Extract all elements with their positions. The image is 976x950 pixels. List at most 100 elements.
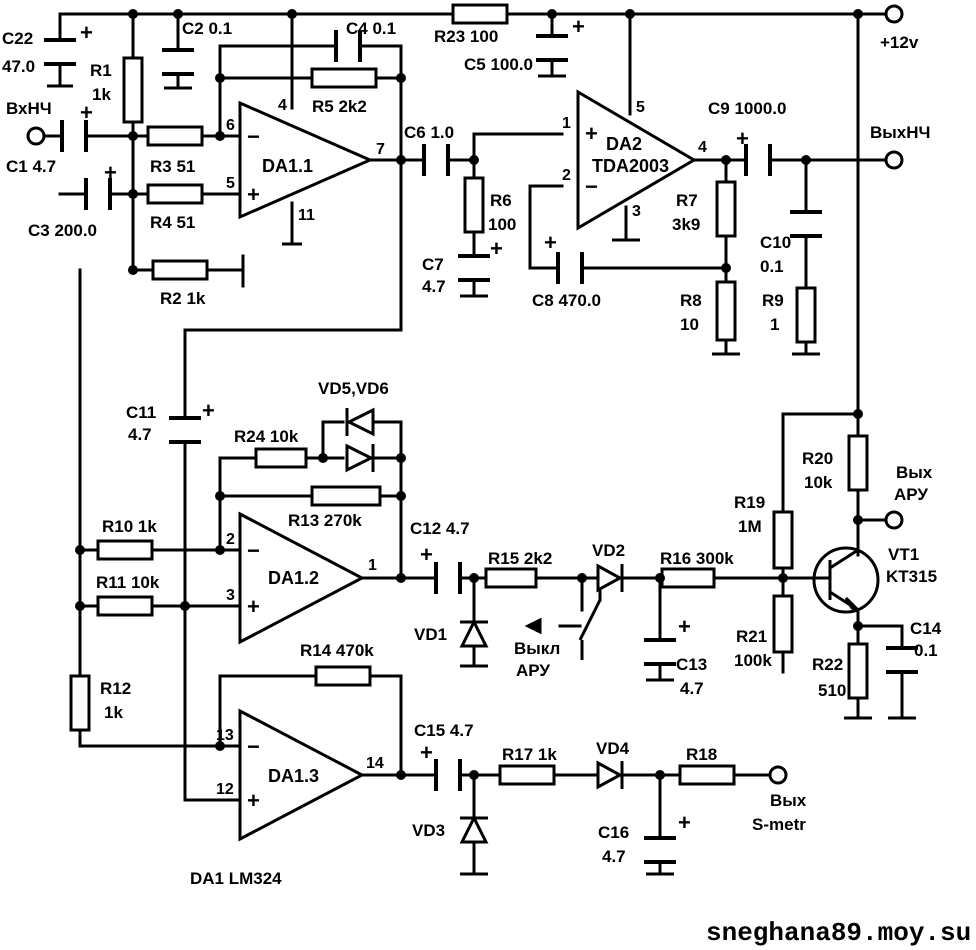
label-r6: R6	[490, 191, 512, 210]
svg-text:−: −	[585, 174, 598, 199]
resistor-r22	[847, 642, 869, 700]
label-c2: C2 0.1	[182, 19, 232, 38]
label-c22: C22	[2, 29, 33, 48]
svg-text:4: 4	[698, 139, 707, 156]
transistor-vt1	[812, 540, 880, 614]
svg-text:3: 3	[226, 587, 235, 604]
label-r16: R16 300k	[660, 549, 734, 568]
label-kt315: KT315	[886, 567, 937, 586]
svg-text:+: +	[572, 14, 585, 39]
svg-text:+: +	[420, 740, 433, 765]
resistor-r3	[146, 125, 204, 147]
svg-text:+: +	[104, 160, 117, 185]
pin-numbers: 4 6 5 7 11 1 2 3 4 5 2 3 1 13 12 14	[216, 97, 707, 798]
label-r21: R21	[736, 627, 767, 646]
resistor-r7	[715, 180, 737, 238]
capacitor-c16	[644, 836, 676, 864]
resistor-r16	[660, 567, 716, 589]
label-c7: C7	[422, 255, 444, 274]
label-r15: R15 2k2	[488, 549, 552, 568]
amplifiers	[238, 89, 697, 842]
value-r8: 10	[680, 315, 699, 334]
resistor-r1	[122, 56, 144, 124]
polarity-marks: + + + + + + + + + + + + − + + − − + − +	[80, 14, 749, 835]
diode-vd2	[596, 563, 624, 593]
label-vd4: VD4	[596, 739, 630, 758]
svg-text:+: +	[247, 788, 260, 813]
ground-symbols	[47, 74, 916, 876]
label-smeter-out-2: S-metr	[752, 815, 806, 834]
svg-text:4: 4	[278, 97, 287, 114]
capacitor-c10	[790, 210, 822, 238]
svg-text:12: 12	[216, 781, 234, 798]
label-r17: R17 1k	[502, 745, 557, 764]
resistor-r13	[310, 485, 382, 507]
label-da1-2: DA1.2	[268, 568, 319, 588]
capacitor-c7	[458, 254, 490, 282]
amplifier-da2	[576, 89, 697, 231]
capacitors	[44, 30, 918, 864]
label-agc-out-2: АРУ	[894, 485, 928, 504]
label-r9: R9	[762, 291, 784, 310]
label-smeter-out-1: Вых	[770, 791, 807, 810]
value-r20: 10k	[804, 473, 833, 492]
diode-vd4	[596, 760, 624, 790]
svg-text:+: +	[736, 126, 749, 151]
svg-text:1: 1	[562, 115, 571, 132]
terminal-12v	[884, 4, 904, 24]
label-da2: DA2	[606, 134, 642, 154]
label-r12: R12	[100, 679, 131, 698]
value-r9: 1	[770, 315, 779, 334]
svg-text:+: +	[490, 236, 503, 261]
label-c14: C14	[910, 619, 942, 638]
label-da1-3: DA1.3	[268, 766, 319, 786]
label-vd5-vd6: VD5,VD6	[318, 379, 389, 398]
capacitor-c1	[60, 120, 88, 152]
value-r12: 1k	[104, 703, 123, 722]
diode-vd1	[459, 618, 489, 648]
value-c11: 4.7	[128, 425, 152, 444]
capacitor-c22	[44, 38, 76, 66]
label-r2: R2 1k	[160, 289, 206, 308]
resistor-r20	[847, 434, 869, 492]
svg-text:+: +	[247, 594, 260, 619]
resistor-r10	[96, 539, 154, 561]
resistor-r12	[69, 674, 91, 732]
label-c4: C4 0.1	[346, 19, 396, 38]
label-c16: C16	[598, 823, 629, 842]
svg-text:6: 6	[226, 117, 235, 134]
value-c16: 4.7	[602, 847, 626, 866]
capacitor-c15	[434, 759, 462, 791]
label-r10: R10 1k	[102, 517, 157, 536]
component-labels: C22 47.0 R1 1k C2 0.1 C4 0.1 R23 100 C5 …	[2, 19, 971, 948]
resistor-r14	[314, 665, 372, 687]
svg-text:14: 14	[366, 755, 384, 772]
capacitor-c8	[556, 252, 584, 284]
svg-text:+: +	[678, 614, 691, 639]
svg-text:11: 11	[298, 207, 315, 224]
resistor-r18	[678, 764, 736, 786]
value-c10: 0.1	[760, 257, 784, 276]
label-c9: C9 1000.0	[708, 99, 786, 118]
label-r22: R22	[812, 655, 843, 674]
label-r23: R23 100	[434, 27, 498, 46]
diodes	[345, 407, 624, 844]
terminal-agc-output	[884, 510, 904, 530]
terminals	[26, 4, 904, 785]
label-r11: R11 10k	[96, 573, 160, 592]
label-switch-off: Выкл	[514, 639, 560, 658]
svg-text:2: 2	[226, 531, 235, 548]
resistor-r23	[451, 3, 509, 25]
diode-vd3	[459, 814, 489, 844]
resistor-r9	[795, 286, 817, 344]
label-r8: R8	[680, 291, 702, 310]
svg-text:−: −	[247, 734, 260, 759]
svg-text:+: +	[247, 182, 260, 207]
label-vd2: VD2	[592, 541, 625, 560]
resistor-r19	[772, 510, 794, 570]
watermark: sneghana89.moy.su	[706, 918, 971, 948]
resistor-r8	[715, 280, 737, 342]
resistor-r21	[772, 594, 794, 654]
svg-text:2: 2	[562, 167, 571, 184]
svg-text:−: −	[247, 124, 260, 149]
